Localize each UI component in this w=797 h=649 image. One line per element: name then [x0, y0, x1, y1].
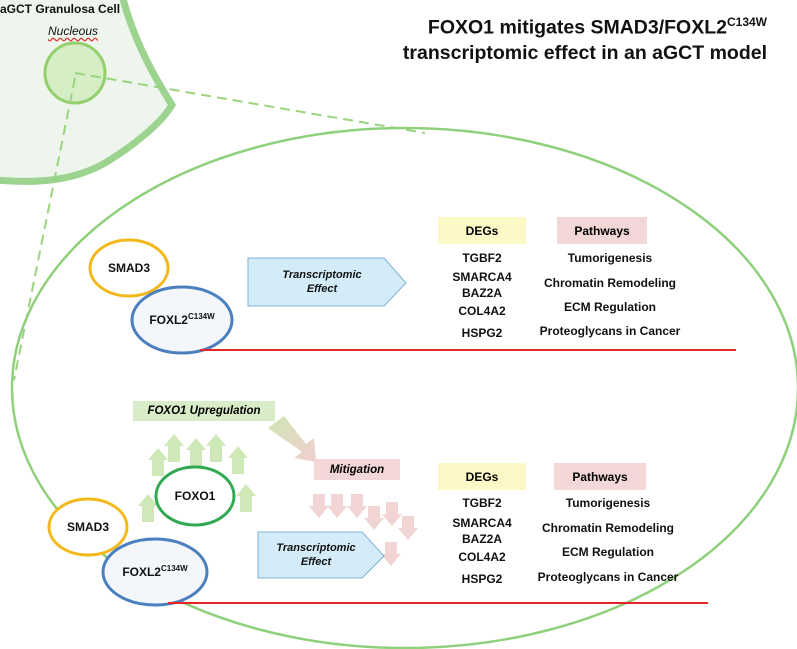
- smad3-label-top: SMAD3: [107, 261, 150, 275]
- degs-item-bottom: BAZ2A: [461, 532, 502, 546]
- foxl2-oval-top: [130, 285, 234, 355]
- foxo1-label: FOXO1: [174, 489, 216, 503]
- up-arrow: [164, 434, 184, 462]
- smad3-oval-bottom: [47, 497, 129, 557]
- up-arrow: [206, 434, 226, 462]
- smad3-label-bottom: SMAD3: [66, 520, 109, 534]
- degs-item-top: TGBF2: [462, 251, 502, 265]
- zoom-line-left: [13, 77, 76, 381]
- pathway-item-bottom: Tumorigenesis: [565, 496, 651, 510]
- foxl2-sup-bottom: C134W: [160, 564, 188, 573]
- degs-item-bottom: COL4A2: [458, 550, 506, 564]
- nucleus-zoom-oval: [10, 126, 797, 649]
- up-arrow: [138, 494, 158, 522]
- mitigation-arrows: [309, 494, 418, 566]
- transcriptomic-effect-arrow-bottom: [257, 531, 385, 579]
- degs-item-top: COL4A2: [458, 304, 506, 318]
- degs-header-top: DEGs: [438, 217, 526, 244]
- down-arrow: [382, 502, 402, 526]
- pathway-item-bottom: ECM Regulation: [562, 545, 654, 559]
- effect-line2-bottom: Effect: [300, 556, 332, 568]
- up-arrow: [186, 438, 206, 466]
- degs-item-top: SMARCA4: [452, 270, 512, 284]
- foxl2-label-top: FOXL2C134W: [132, 312, 232, 327]
- degs-header-bottom: DEGs: [438, 463, 526, 490]
- foxo1-oval: [154, 465, 236, 527]
- down-arrow: [381, 542, 401, 566]
- smad3-oval-top: [88, 238, 170, 298]
- foxl2-label-bottom: FOXL2C134W: [103, 564, 207, 579]
- degs-item-bottom: SMARCA4: [452, 516, 512, 530]
- up-arrow: [148, 448, 168, 476]
- down-arrow: [327, 494, 347, 518]
- transcriptomic-effect-arrow-top: [247, 257, 407, 307]
- upregulation-arrows: [138, 434, 256, 522]
- effect-line1-top: Transcriptomic: [282, 269, 362, 281]
- cell-label: aGCT Granulosa Cell: [0, 2, 121, 16]
- nucleus-label: Nucleous: [48, 24, 99, 38]
- upregulation-to-mitigation-arrow: [268, 416, 316, 462]
- pathway-item-top: Chromatin Remodeling: [543, 276, 676, 290]
- effect-line2-top: Effect: [306, 283, 338, 295]
- title-superscript: C134W: [726, 15, 767, 29]
- foxl2-text-bottom: FOXL2: [122, 565, 161, 579]
- down-arrow: [364, 506, 384, 530]
- pathway-item-top: Tumorigenesis: [567, 251, 653, 265]
- pathways-header-bottom: Pathways: [554, 463, 646, 490]
- effect-line1-bottom: Transcriptomic: [276, 542, 356, 554]
- mitigation-box: Mitigation: [314, 459, 400, 480]
- up-arrow: [236, 484, 256, 512]
- pathways-header-top: Pathways: [557, 217, 647, 244]
- title-line2: transcriptomic effect in an aGCT model: [402, 41, 767, 64]
- down-arrow: [309, 494, 329, 518]
- pathway-item-top: ECM Regulation: [564, 300, 656, 314]
- transcriptomic-effect-label-top: Transcriptomic Effect: [262, 268, 382, 296]
- degs-item-top: BAZ2A: [461, 286, 502, 300]
- foxl2-oval-bottom: [101, 537, 209, 607]
- degs-item-top: HSPG2: [461, 326, 503, 340]
- pathway-item-top: Proteoglycans in Cancer: [539, 324, 681, 338]
- pathway-item-bottom: Proteoglycans in Cancer: [537, 570, 679, 584]
- pathway-item-bottom: Chromatin Remodeling: [541, 521, 674, 535]
- down-arrow: [398, 516, 418, 540]
- title-line1: FOXO1 mitigates SMAD3/FOXL2: [427, 16, 727, 39]
- figure-title: FOXO1 mitigates SMAD3/FOXL2C134W transcr…: [403, 10, 767, 66]
- up-arrow: [228, 446, 248, 474]
- foxl2-sup-top: C134W: [187, 312, 215, 321]
- zoom-line-right: [74, 72, 426, 134]
- foxl2-text-top: FOXL2: [149, 313, 188, 327]
- foxo1-upregulation-box: FOXO1 Upregulation: [133, 401, 275, 421]
- transcriptomic-effect-label-bottom: Transcriptomic Effect: [262, 541, 370, 569]
- degs-item-bottom: TGBF2: [462, 496, 502, 510]
- degs-item-bottom: HSPG2: [461, 572, 503, 586]
- down-arrow: [347, 494, 367, 518]
